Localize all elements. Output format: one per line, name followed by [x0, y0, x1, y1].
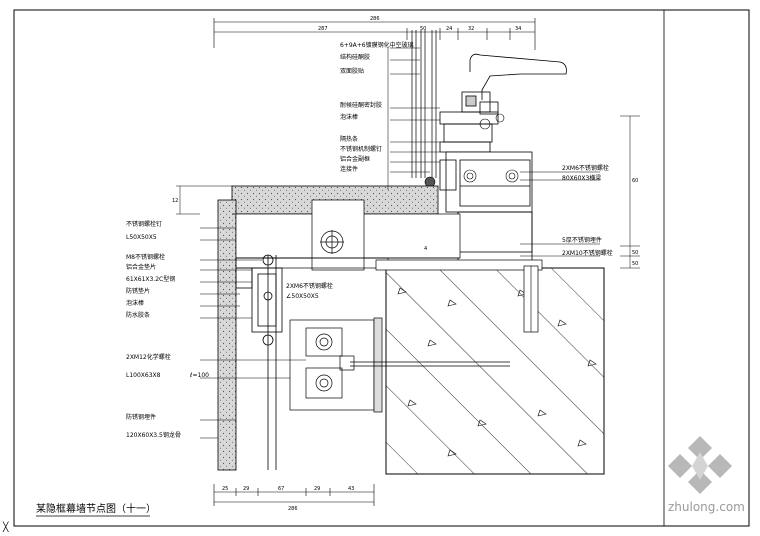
label-sub-frame: 铝合金副框 — [340, 155, 370, 163]
label-c-channel: 61X61X3.2C型钢 — [126, 275, 175, 283]
label-right-m10: 2XM10不锈钢螺栓 — [562, 249, 613, 257]
c-channel — [235, 254, 283, 470]
bottom-dimension — [213, 484, 375, 506]
label-aluminum-shim: 铝合金垫片 — [126, 263, 156, 271]
label-m8-bolt: M8不锈钢螺栓 — [126, 253, 165, 261]
top-dimension — [213, 18, 536, 50]
label-machine-screw: 不锈钢机制螺钉 — [340, 145, 382, 153]
small-mark: 4 — [424, 246, 427, 252]
top-dim-2: 50 — [420, 26, 426, 32]
concrete-wall — [375, 259, 605, 475]
label-steel-keel: 120X60X3.5钢龙骨 — [126, 431, 181, 439]
label-anchor-length: ℓ=100 — [189, 372, 209, 379]
leader-lines-right — [520, 115, 640, 269]
label-right-embed: 5厚不锈钢埋件 — [562, 236, 602, 244]
mullion-assembly — [439, 111, 533, 260]
label-angle-100: L100X63X8 — [126, 372, 161, 379]
label-center-angle: ∠50X50X5 — [286, 293, 319, 300]
top-dim-3: 24 — [446, 26, 452, 32]
steel-bracket — [235, 199, 461, 271]
label-double-tape: 双面胶贴 — [340, 67, 364, 75]
bottom-dim-1: 25 — [222, 486, 228, 492]
screw-symbols — [424, 113, 519, 188]
bottom-dim-overall: 286 — [288, 506, 298, 512]
window-handle — [461, 53, 567, 115]
label-stainless-screw: 不锈钢螺栓钉 — [126, 220, 162, 228]
label-angle-50: L50X50X5 — [126, 234, 157, 241]
right-dim-3: 50 — [632, 261, 638, 267]
left-dimension — [176, 185, 232, 215]
left-dim-value: 12 — [172, 198, 178, 204]
label-embed-plate: 防锈钢埋件 — [126, 413, 156, 421]
glass-panel — [411, 30, 437, 178]
label-connector: 连接件 — [340, 165, 358, 173]
label-anti-rust-shim: 防锈垫片 — [126, 287, 150, 295]
label-top-foam-rod: 泡沫棒 — [340, 113, 358, 121]
bottom-dim-5: 43 — [348, 486, 354, 492]
zhulong-logo — [668, 436, 732, 494]
watermark-text: zhulong.com — [668, 500, 745, 514]
right-dim-1: 60 — [632, 178, 638, 184]
top-dim-4: 32 — [468, 26, 474, 32]
label-transom: 80X60X3横梁 — [562, 174, 601, 182]
label-right-bolt: 2XM6不锈钢螺栓 — [562, 164, 609, 172]
label-gasket: 防水胶条 — [126, 311, 150, 319]
top-dim-5: 34 — [515, 26, 521, 32]
label-center-bolt: 2XM6不锈钢螺栓 — [286, 282, 333, 290]
top-dim-overall: 286 — [370, 16, 380, 22]
top-dim-1: 287 — [318, 26, 328, 32]
label-glass: 6+9A+6镀膜钢化中空玻璃 — [340, 41, 414, 49]
corner-mark: ╳ — [2, 521, 9, 533]
label-thermal-break: 隔热条 — [340, 135, 358, 143]
bottom-dim-4: 29 — [314, 486, 320, 492]
right-dim-2: 50 — [632, 250, 638, 256]
drawing-title: 某隐框幕墙节点图（十一） — [36, 502, 156, 515]
label-structural-sealant: 结构硅酮胶 — [340, 53, 370, 61]
label-chemical-bolt: 2XM12化学螺栓 — [126, 353, 171, 361]
bottom-dim-2: 29 — [243, 486, 249, 492]
leader-lines-top — [387, 47, 440, 190]
label-foam-rod: 泡沫棒 — [126, 299, 144, 307]
drawing-border — [13, 9, 750, 527]
leader-lines-left — [200, 227, 306, 439]
bottom-dim-3: 67 — [278, 486, 284, 492]
label-weather-sealant: 耐候硅酮密封胶 — [340, 101, 382, 109]
